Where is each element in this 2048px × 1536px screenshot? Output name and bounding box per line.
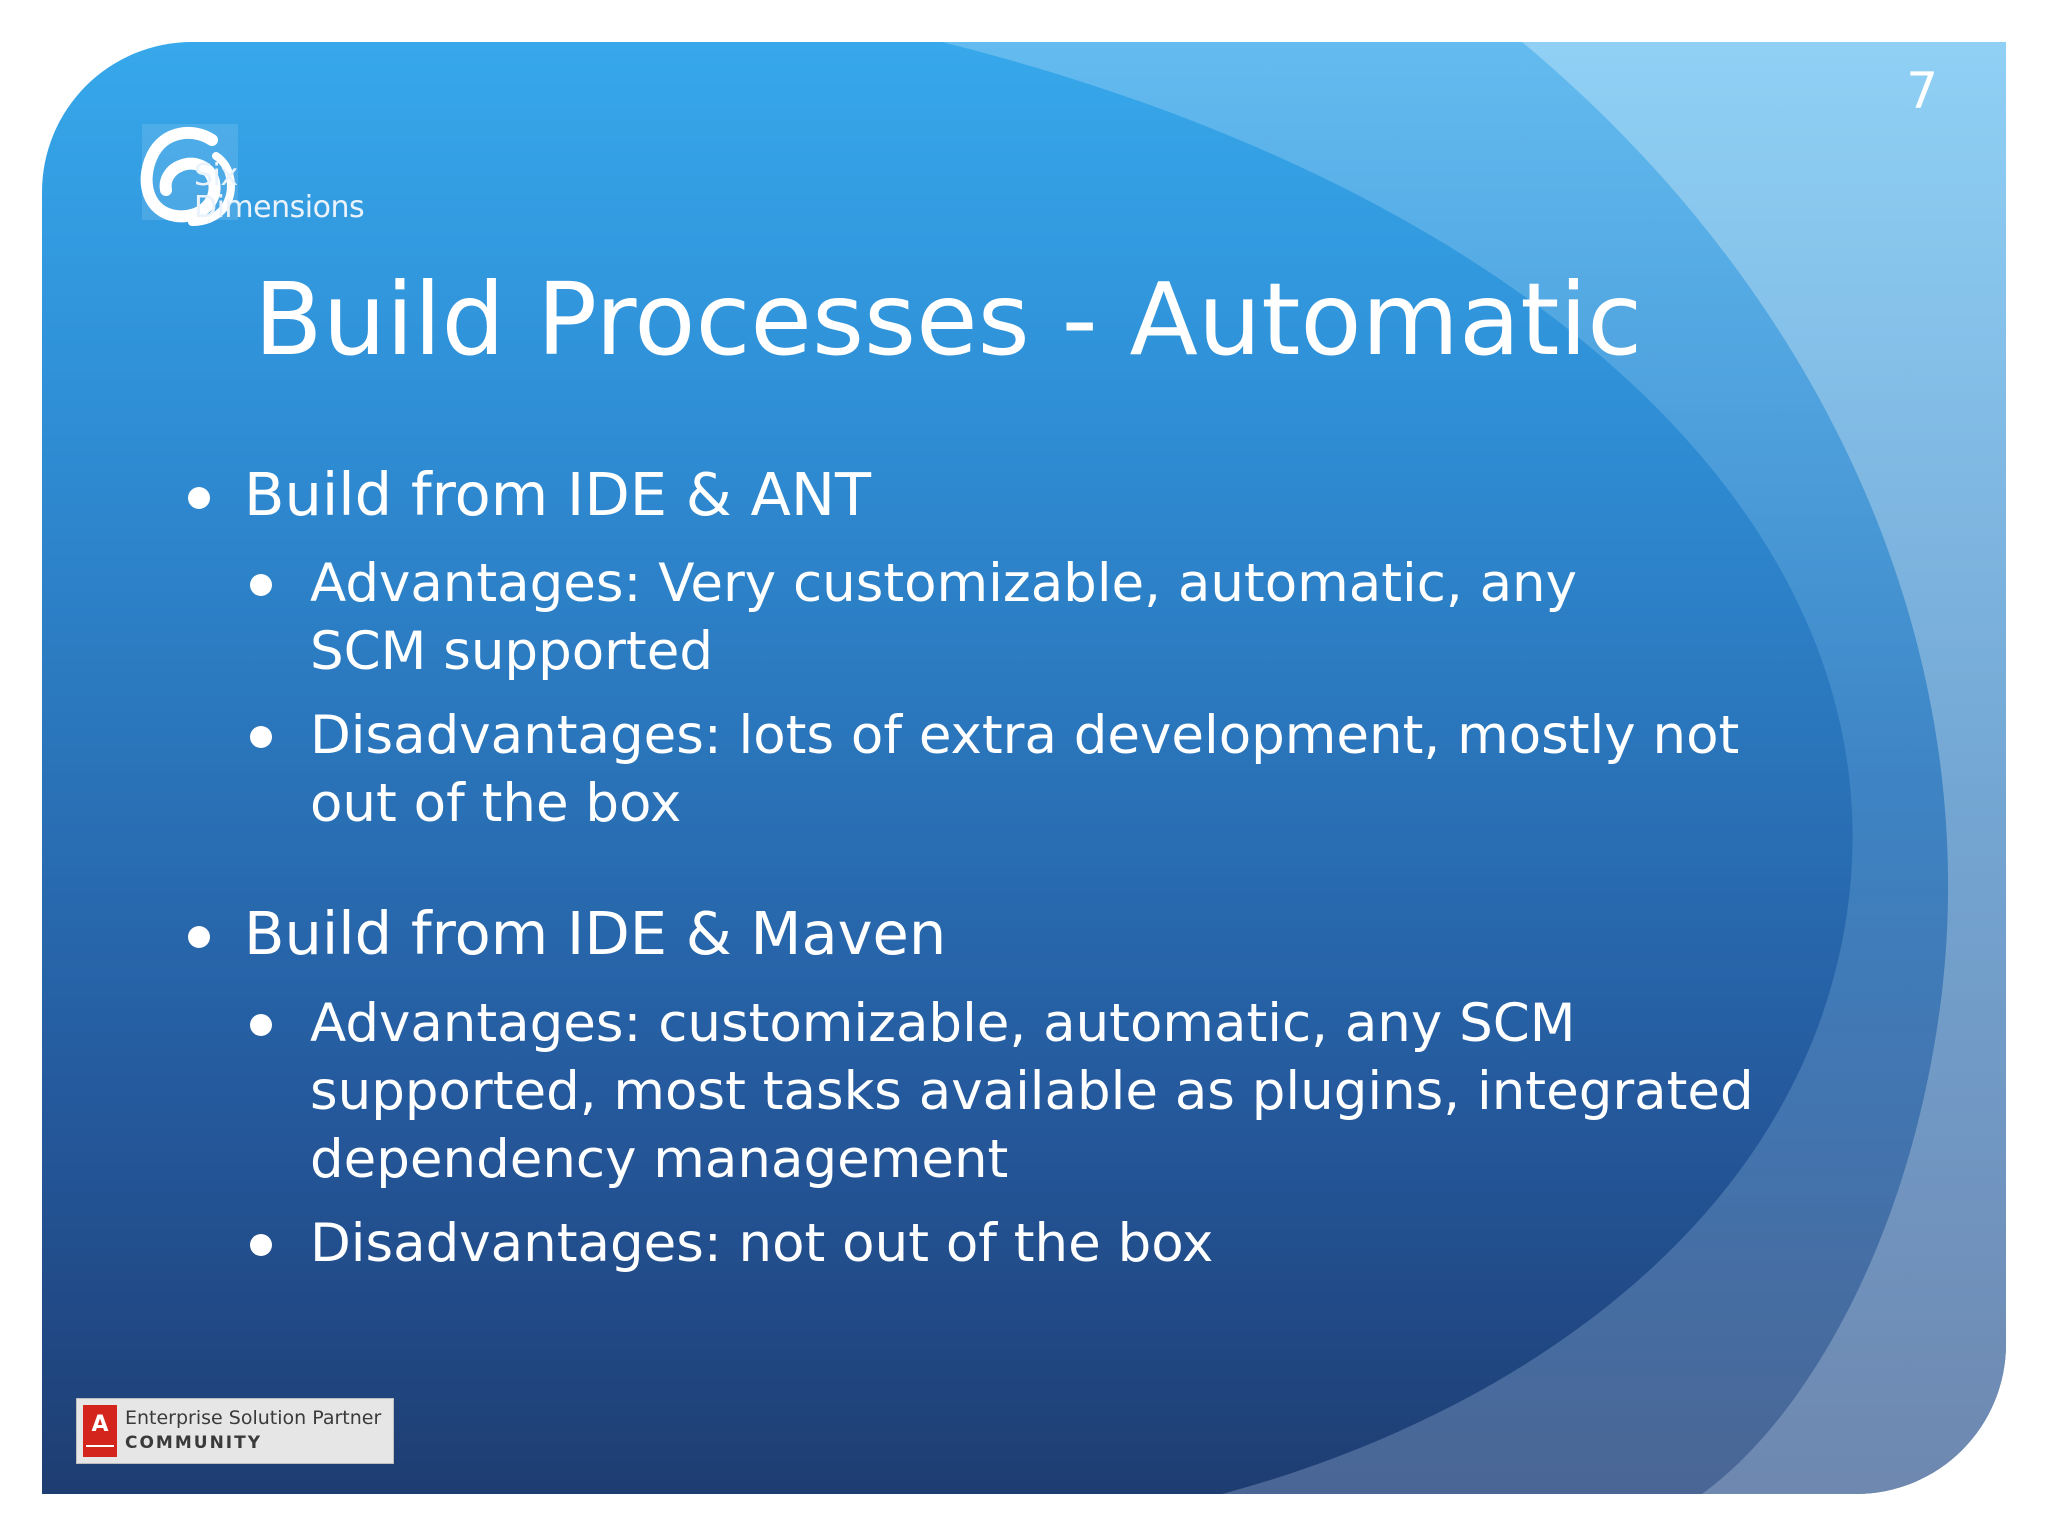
sub-bullet-ant-disadvantages: Disadvantages: lots of extra development…	[310, 705, 1740, 834]
logo-text-line1: Six	[194, 158, 238, 193]
slide-title: Build Processes - Automatic	[254, 261, 1643, 378]
partner-badge-title: Enterprise Solution Partner	[125, 1407, 382, 1429]
bullet-dot-icon	[250, 1234, 272, 1256]
slide: 7 Six Dimensions Build Processes - Autom…	[42, 42, 2006, 1494]
page-number: 7	[1906, 62, 1938, 120]
adobe-logo-icon: A	[83, 1405, 117, 1457]
partner-badge-subtitle: COMMUNITY	[125, 1433, 263, 1453]
bullet-dot-icon	[250, 726, 272, 748]
sub-bullet-maven-advantages: Advantages: customizable, automatic, any…	[310, 993, 1754, 1190]
partner-badge: A Enterprise Solution Partner COMMUNITY	[76, 1398, 394, 1464]
logo-text-line2: Dimensions	[194, 190, 365, 225]
bullet-item-maven: Build from IDE & Maven	[244, 899, 947, 968]
adobe-logo-letter: A	[91, 1412, 109, 1437]
bullet-dot-icon	[188, 926, 210, 948]
background-swoosh	[942, 42, 2006, 1494]
bullet-item-ant: Build from IDE & ANT	[244, 460, 872, 529]
adobe-logo-underline	[86, 1445, 114, 1447]
bullet-dot-icon	[250, 574, 272, 596]
six-dimensions-logo-icon	[140, 124, 238, 226]
bullet-dot-icon	[250, 1014, 272, 1036]
sub-bullet-ant-advantages: Advantages: Very customizable, automatic…	[310, 553, 1578, 682]
bullet-dot-icon	[188, 487, 210, 509]
logo-text: Six Dimensions	[194, 158, 365, 225]
sub-bullet-maven-disadvantages: Disadvantages: not out of the box	[310, 1213, 1214, 1274]
